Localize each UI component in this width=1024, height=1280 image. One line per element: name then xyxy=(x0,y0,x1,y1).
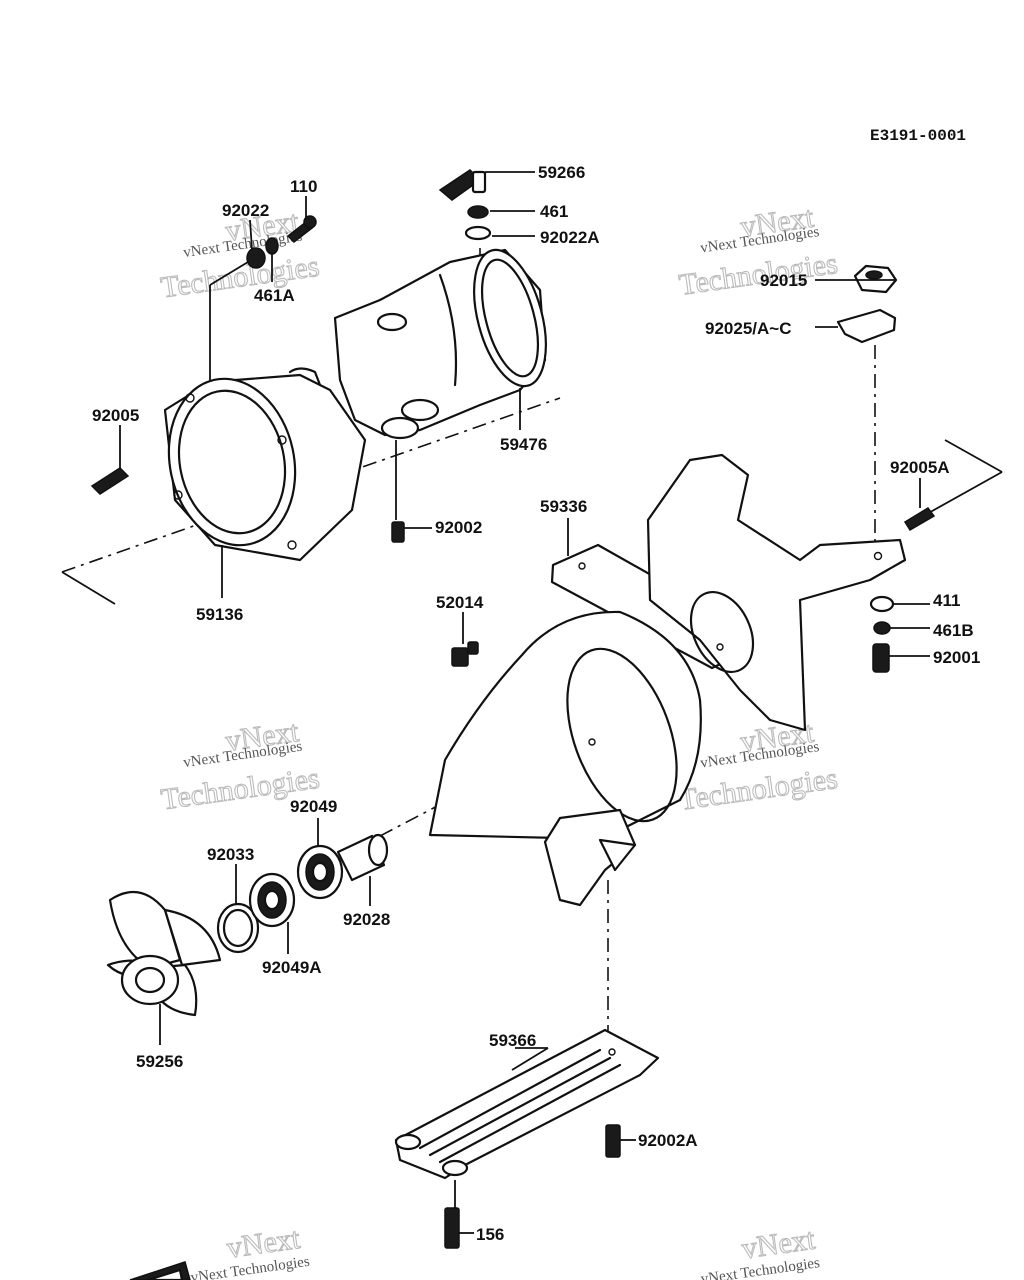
label-92049: 92049 xyxy=(290,797,337,816)
label-59336: 59336 xyxy=(540,497,587,516)
label-461: 461 xyxy=(540,202,568,221)
label-92005: 92005 xyxy=(92,406,139,425)
pump-outlet-cone xyxy=(163,367,367,562)
label-92022: 92022 xyxy=(222,201,269,220)
watermark-bottom-right: vNext vNext Technologies xyxy=(700,1222,821,1280)
spacer-92028 xyxy=(336,833,389,882)
washer-92022 xyxy=(246,247,266,269)
bolt-110 xyxy=(286,215,317,243)
washer-461a xyxy=(265,237,279,255)
label-92049a: 92049A xyxy=(262,958,322,977)
steering-nozzle xyxy=(428,453,907,907)
bolt-92001 xyxy=(872,643,890,673)
label-156: 156 xyxy=(476,1225,504,1244)
diagram-code: E3191-0001 xyxy=(870,127,966,145)
part-labels: 59266 461 92022A 110 92022 461A 92015 92… xyxy=(92,163,980,1244)
circlip-92033 xyxy=(216,902,260,954)
impeller xyxy=(106,890,222,1017)
label-92002a: 92002A xyxy=(638,1131,698,1150)
corner-fragment xyxy=(129,1261,191,1280)
label-92022a: 92022A xyxy=(540,228,600,247)
clip-92025 xyxy=(836,308,897,344)
fitting-52014 xyxy=(451,641,479,667)
cover-plate xyxy=(394,1028,660,1180)
label-92001: 92001 xyxy=(933,648,980,667)
washer-461 xyxy=(467,205,489,219)
label-59256: 59256 xyxy=(136,1052,183,1071)
washer-461b xyxy=(873,621,891,635)
label-411: 411 xyxy=(933,591,960,610)
bolt-92002a xyxy=(605,1124,621,1158)
watermark-bottom-left: vNext vNext Technologies xyxy=(190,1221,311,1280)
label-59136: 59136 xyxy=(196,605,243,624)
label-92005a: 92005A xyxy=(890,458,950,477)
nut-92015 xyxy=(853,264,898,294)
label-92033: 92033 xyxy=(207,845,254,864)
label-461a: 461A xyxy=(254,286,295,305)
bolt-92005a xyxy=(903,507,936,532)
fitting-59266 xyxy=(438,169,487,201)
label-110: 110 xyxy=(290,177,317,196)
bolt-92002 xyxy=(391,521,405,543)
watermark-top-right: vNext vNext Technologies Technologies xyxy=(677,200,841,302)
label-52014: 52014 xyxy=(436,593,484,612)
label-92025: 92025/A~C xyxy=(705,319,791,338)
bolt-156 xyxy=(444,1207,460,1249)
bearing-92049a xyxy=(248,872,296,928)
washer-411 xyxy=(869,595,895,613)
label-59266: 59266 xyxy=(538,163,585,182)
leader-lines xyxy=(119,171,930,1234)
washer-92022a xyxy=(464,225,492,241)
bolt-92005 xyxy=(90,467,130,495)
label-461b: 461B xyxy=(933,621,974,640)
label-92002: 92002 xyxy=(435,518,482,537)
bearing-92049 xyxy=(296,844,344,900)
pump-housing xyxy=(333,248,547,440)
label-92028: 92028 xyxy=(343,910,390,929)
label-59476: 59476 xyxy=(500,435,547,454)
label-92015: 92015 xyxy=(760,271,807,290)
label-59366: 59366 xyxy=(489,1031,536,1050)
